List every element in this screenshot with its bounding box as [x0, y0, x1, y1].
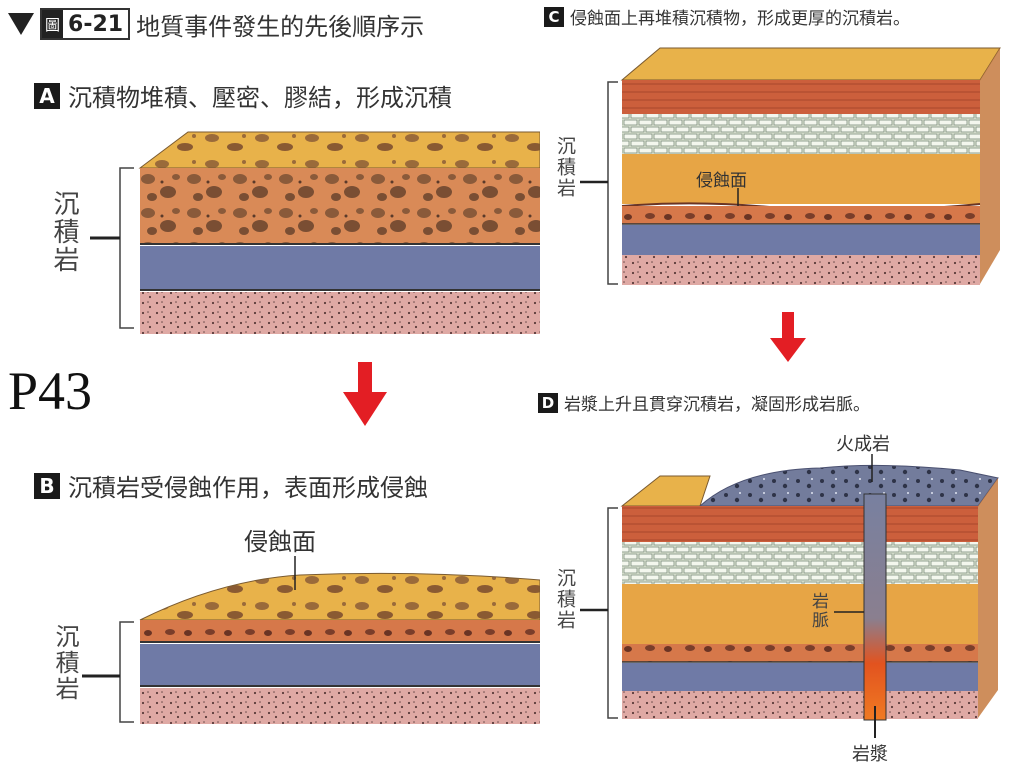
panel-b-erosion-label: 侵蝕面 [244, 528, 316, 556]
panel-b-caption-text: 沉積岩受侵蝕作用，表面形成侵蝕 [68, 474, 428, 502]
panel-a-caption: A 沉積物堆積、壓密、膠結，形成沉積 [34, 78, 540, 113]
panel-d-dike-label: 岩脈 [808, 592, 828, 630]
panel-a-side-label: 沉積岩 [49, 190, 79, 274]
figure-number: 6-21 [68, 11, 124, 37]
panel-c-side-label: 沉積岩 [554, 136, 576, 199]
page-label: P43 [8, 361, 93, 421]
panel-a-caption-text: 沉積物堆積、壓密、膠結，形成沉積 [68, 84, 452, 112]
panel-b-block [139, 572, 541, 724]
panel-b-side-label: 沉積岩 [51, 624, 79, 702]
figure-number-box: 圖 6-21 [40, 8, 131, 40]
panel-d-igneous-label: 火成岩 [836, 434, 890, 455]
panel-c-erosion-label: 侵蝕面 [696, 171, 747, 191]
panel-c-badge: C [544, 6, 564, 27]
panel-c-caption-text: 侵蝕面上再堆積沉積物，形成更厚的沉積岩。 [570, 9, 910, 29]
panel-b-caption: B 沉積岩受侵蝕作用，表面形成侵蝕 [34, 468, 540, 503]
panel-b-bracket [119, 621, 134, 723]
column-divider [540, 0, 544, 768]
figure-title: 地質事件發生的先後順序示 [136, 12, 425, 41]
panel-d-badge: D [538, 392, 558, 413]
panel-c-caption: C 侵蝕面上再堆積沉積物，形成更厚的沉積岩。 [544, 4, 1022, 29]
panel-a-bracket [119, 167, 134, 329]
figure-header: 圖 6-21 地質事件發生的先後順序示 [8, 6, 538, 42]
panel-d-caption: D 岩漿上升且貫穿沉積岩，凝固形成岩脈。 [538, 390, 1022, 415]
panel-d-block [620, 464, 999, 721]
panel-d-magma-label: 岩漿 [852, 744, 888, 765]
triangle-marker-icon [8, 13, 34, 35]
arrow-a-to-b [343, 362, 387, 426]
panel-b-badge: B [34, 472, 60, 499]
figure-prefix: 圖 [42, 10, 64, 38]
panel-a-badge: A [34, 82, 60, 109]
panel-c-bracket [607, 81, 618, 285]
panel-a-block [138, 131, 541, 334]
arrow-c-to-d [770, 312, 806, 362]
panel-d-side-label: 沉積岩 [554, 568, 576, 631]
panel-c-block [620, 47, 1001, 285]
panel-d-caption-text: 岩漿上升且貫穿沉積岩，凝固形成岩脈。 [564, 395, 870, 415]
panel-d-bracket [607, 507, 618, 719]
